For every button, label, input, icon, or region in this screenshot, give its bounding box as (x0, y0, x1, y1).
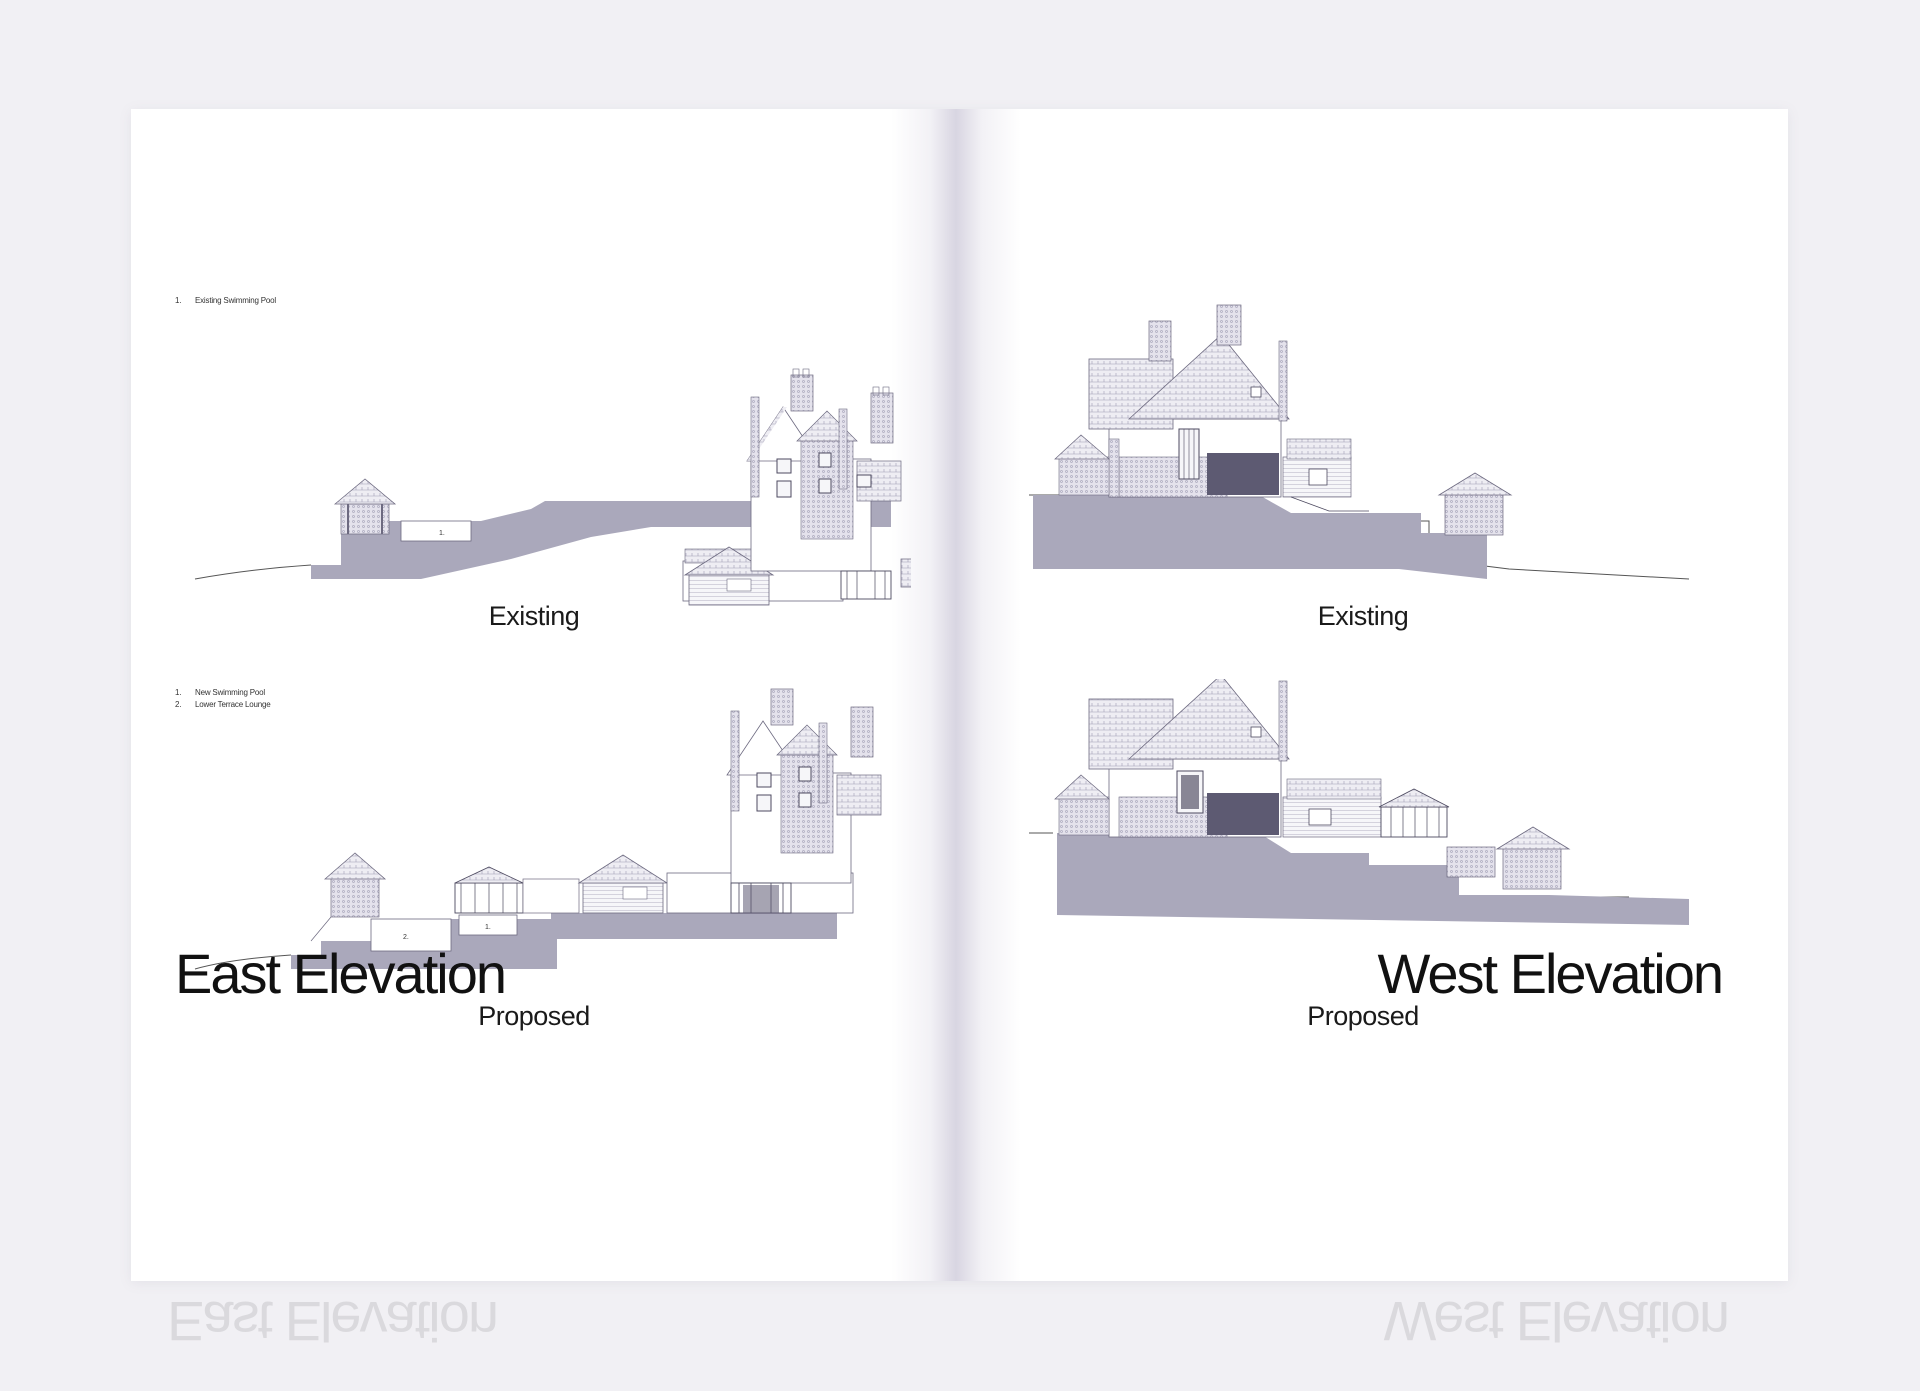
east-existing-legend: 1.Existing Swimming Pool (175, 295, 276, 307)
west-proposed-caption: Proposed (1307, 1001, 1419, 1031)
east-existing-caption: Existing (488, 601, 580, 631)
spread-reflection: East Elevation West Elevation (131, 1281, 1788, 1391)
east-proposed-legend: 1.New Swimming Pool 2.Lower Terrace Loun… (175, 687, 271, 711)
east-existing-elevation-drawing: 1. (194, 368, 911, 606)
legend-item: 2.Lower Terrace Lounge (175, 700, 271, 709)
west-elevation-reflection: West Elevation (1383, 1290, 1728, 1353)
page-gutter (891, 109, 1021, 1281)
pool-mark: 1. (439, 530, 445, 537)
pool-mark: 1. (485, 924, 491, 931)
west-elevation-title: West Elevation (1377, 942, 1724, 1005)
east-elevation-reflection: East Elevation (167, 1290, 497, 1353)
west-proposed-elevation-drawing (1029, 679, 1689, 925)
east-elevation-title: East Elevation (175, 942, 507, 1005)
legend-item: 1.Existing Swimming Pool (175, 296, 276, 305)
west-existing-elevation-drawing (1029, 304, 1690, 580)
west-existing-caption: Existing (1317, 601, 1409, 631)
east-proposed-caption: Proposed (478, 1001, 590, 1031)
east-proposed-elevation-drawing: 1. 2. (194, 688, 882, 970)
lounge-mark: 2. (403, 934, 409, 941)
document-spread: 1.Existing Swimming Pool 1. (131, 109, 1788, 1281)
legend-item: 1.New Swimming Pool (175, 688, 265, 697)
